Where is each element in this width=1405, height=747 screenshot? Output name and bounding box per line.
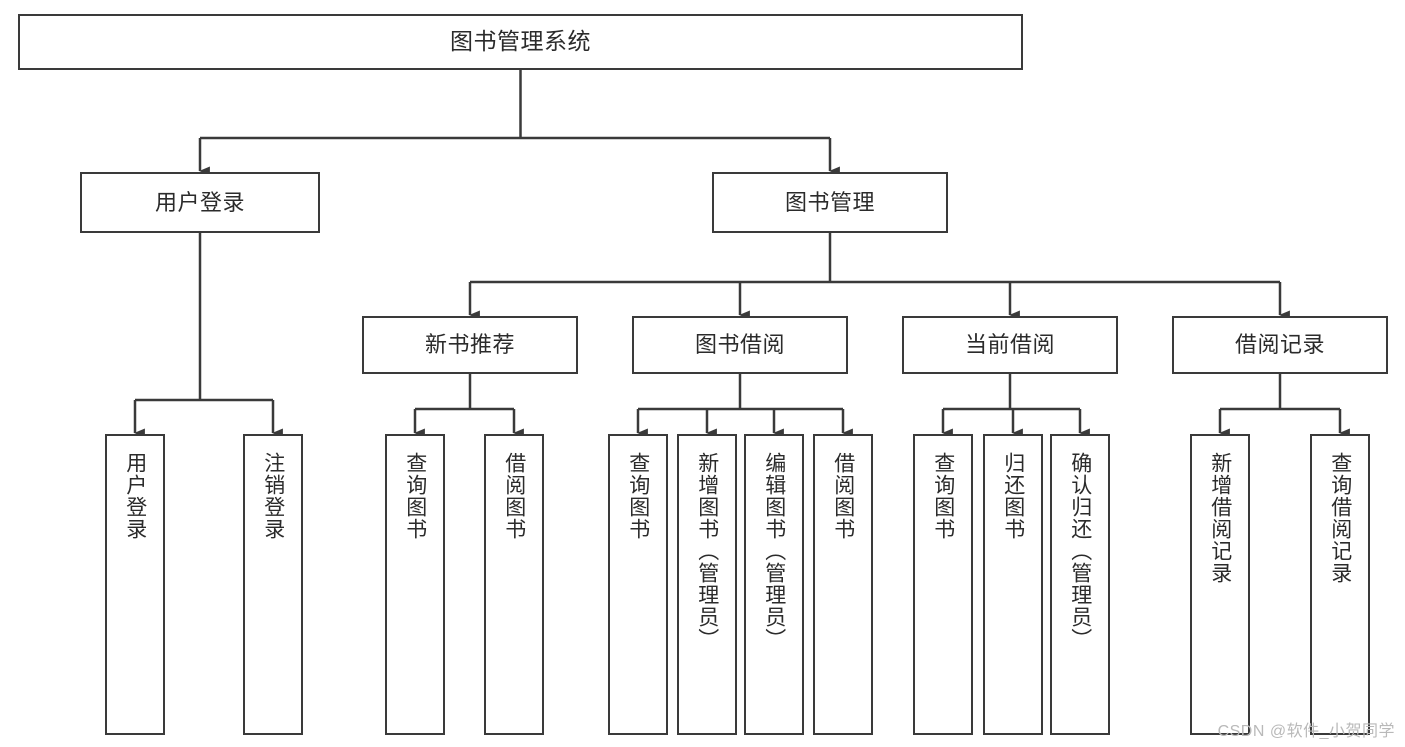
node-l1[interactable]: 用户登录 <box>105 434 165 735</box>
node-r1[interactable]: 新增借阅记录 <box>1190 434 1250 735</box>
node-c3[interactable]: 确认归还（管理员） <box>1050 434 1110 735</box>
node-label: 图书管理系统 <box>450 28 591 55</box>
node-label: 确认归还（管理员） <box>1068 452 1092 650</box>
node-label: 当前借阅 <box>964 332 1055 358</box>
node-root[interactable]: 图书管理系统 <box>18 14 1023 70</box>
node-label: 查询借阅记录 <box>1328 452 1352 584</box>
node-label: 借阅记录 <box>1234 332 1325 358</box>
node-bookmgmt[interactable]: 图书管理 <box>712 172 948 233</box>
node-label: 图书借阅 <box>694 332 785 358</box>
node-label: 查询图书 <box>626 452 650 540</box>
node-label: 借阅图书 <box>831 452 855 540</box>
node-label: 查询图书 <box>403 452 427 540</box>
node-newbook[interactable]: 新书推荐 <box>362 316 578 374</box>
node-label: 归还图书 <box>1001 452 1025 540</box>
node-label: 查询图书 <box>931 452 955 540</box>
node-label: 借阅图书 <box>502 452 526 540</box>
node-b3[interactable]: 编辑图书（管理员） <box>744 434 804 735</box>
node-c1[interactable]: 查询图书 <box>913 434 973 735</box>
node-label: 新增图书（管理员） <box>695 452 719 650</box>
node-current[interactable]: 当前借阅 <box>902 316 1118 374</box>
node-r2[interactable]: 查询借阅记录 <box>1310 434 1370 735</box>
node-c2[interactable]: 归还图书 <box>983 434 1043 735</box>
node-records[interactable]: 借阅记录 <box>1172 316 1388 374</box>
node-label: 图书管理 <box>784 189 875 215</box>
node-b1[interactable]: 查询图书 <box>608 434 668 735</box>
node-label: 用户登录 <box>123 452 147 540</box>
watermark-text: CSDN @软件_小贺同学 <box>1217 723 1395 740</box>
node-label: 注销登录 <box>261 452 285 540</box>
node-n2[interactable]: 借阅图书 <box>484 434 544 735</box>
node-n1[interactable]: 查询图书 <box>385 434 445 735</box>
node-b2[interactable]: 新增图书（管理员） <box>677 434 737 735</box>
node-b4[interactable]: 借阅图书 <box>813 434 873 735</box>
node-label: 用户登录 <box>154 189 245 215</box>
node-borrow[interactable]: 图书借阅 <box>632 316 848 374</box>
node-label: 新增借阅记录 <box>1208 452 1232 584</box>
node-label: 编辑图书（管理员） <box>762 452 786 650</box>
node-login[interactable]: 用户登录 <box>80 172 320 233</box>
node-label: 新书推荐 <box>424 332 515 358</box>
node-l2[interactable]: 注销登录 <box>243 434 303 735</box>
